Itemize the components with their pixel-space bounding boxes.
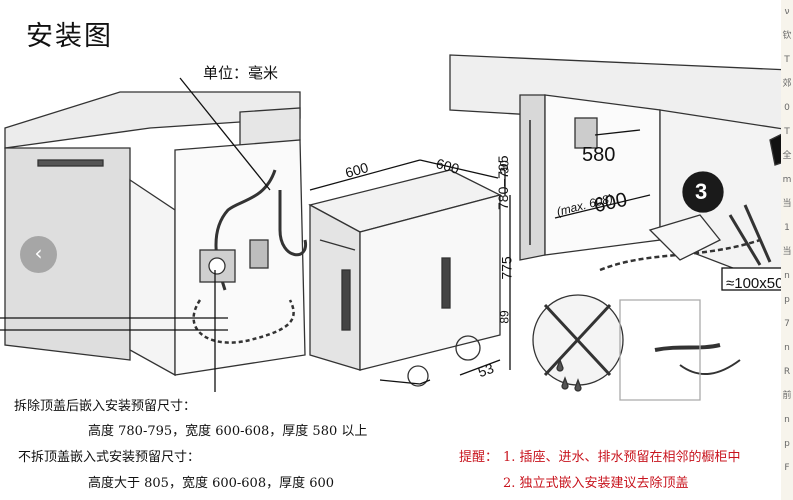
- prev-image-button[interactable]: ‹: [20, 236, 57, 273]
- water-valve: [249, 239, 269, 269]
- step-badge: [682, 171, 724, 213]
- side-strip-char: 钦: [782, 31, 792, 41]
- niche-left-wall: [519, 94, 546, 261]
- drain-hose-connection: [654, 343, 721, 352]
- side-strip-char: 当: [782, 199, 792, 209]
- niche-back: [544, 94, 661, 256]
- dishwasher-left-handle: [341, 269, 351, 331]
- left-dishwasher-door: [4, 147, 131, 361]
- side-strip-char: ν: [784, 7, 790, 17]
- dishwasher-front: [309, 203, 361, 371]
- reminder-item-2: 2. 独立式嵌入安装建议去除顶盖: [503, 476, 689, 491]
- wall-socket: [199, 249, 236, 283]
- left-dishwasher-handle: [37, 159, 104, 167]
- side-strip-char: n: [784, 271, 790, 281]
- dim-cabinet-opening: ≈100x50r: [726, 275, 789, 292]
- dim-plinth: 89: [497, 310, 512, 324]
- niche-right-cabinet: [659, 109, 791, 291]
- note-line-3: 不拆顶盖嵌入式安装预留尺寸：: [18, 450, 201, 465]
- inlet-hose: [599, 238, 761, 272]
- side-strip-char: 郊: [782, 79, 792, 89]
- side-strip-char: n: [784, 343, 790, 353]
- side-strip-char: 当: [782, 247, 792, 257]
- note-line-2: 高度 780-795，宽度 600-608，厚度 580 以上: [88, 424, 368, 439]
- side-strip-char: 1: [784, 223, 790, 233]
- side-strip-char: p: [784, 439, 790, 449]
- left-cabinet-open-door: [129, 178, 176, 377]
- side-strip-char: T: [784, 127, 790, 137]
- side-strip-char: F: [784, 463, 790, 473]
- dishwasher-side: [359, 194, 501, 371]
- reminder-item-1: 1. 插座、进水、排水预留在相邻的橱柜中: [503, 450, 741, 465]
- side-strip-char: 7: [784, 319, 790, 329]
- mounting-bracket: [574, 117, 598, 149]
- unit-label: 单位：毫米: [203, 64, 279, 82]
- side-strip-char: p: [784, 295, 790, 305]
- dim-wall-580: 580: [582, 144, 616, 166]
- side-strip-char: R: [783, 367, 791, 377]
- left-cabinet-back: [174, 139, 306, 376]
- chevron-left-icon: ‹: [34, 241, 43, 265]
- reminder-label: 提醒：: [459, 450, 499, 465]
- water-hose: [192, 299, 295, 344]
- step-number: 3: [695, 179, 708, 204]
- side-strip-char: 前: [782, 391, 792, 401]
- side-strip-char: 0: [784, 103, 790, 113]
- dishwasher-right-handle: [441, 257, 451, 309]
- side-strip-char: m: [782, 175, 792, 185]
- note-line-4: 高度大于 805，宽度 600-608，厚度 600: [88, 476, 335, 491]
- side-strip-char: n: [784, 415, 790, 425]
- side-strip-char: 全: [782, 151, 792, 161]
- side-strip-char: T: [784, 55, 790, 65]
- page-title: 安装图: [26, 21, 113, 52]
- dim-total-height: 775: [498, 256, 515, 280]
- siphon-pipe: [278, 190, 308, 257]
- note-line-1: 拆除顶盖后嵌入安装预留尺寸：: [14, 399, 197, 414]
- dim-height-range: 780–795: [495, 155, 511, 210]
